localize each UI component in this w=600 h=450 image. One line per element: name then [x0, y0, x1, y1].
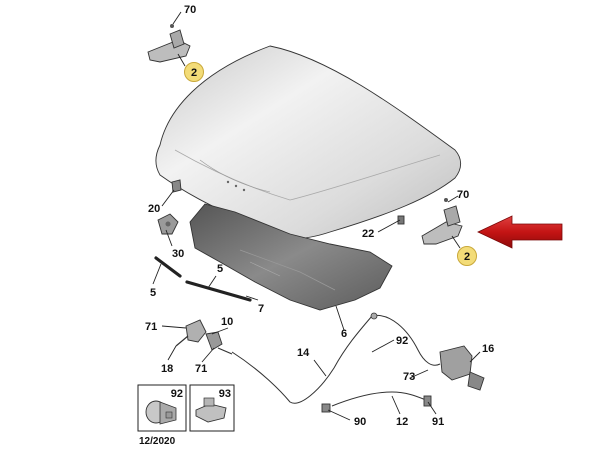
legend-box-92-label: 92	[171, 388, 183, 400]
latch-bracket-30	[157, 213, 179, 235]
part-label-18: 18	[161, 363, 173, 375]
part-label-70-right: 70	[457, 189, 469, 201]
part-label-16: 16	[482, 343, 494, 355]
hood-lock-16	[439, 345, 485, 391]
part-label-30: 30	[172, 248, 184, 260]
highlight-arrow	[477, 215, 563, 249]
part-label-7: 7	[258, 303, 264, 315]
legend-box-92: 92	[137, 384, 187, 432]
part-2-label-right: 2	[464, 251, 470, 263]
part-label-5-right: 5	[217, 263, 223, 275]
part-2-badge-right: 2	[457, 246, 477, 266]
cable-12	[321, 391, 432, 413]
hood-panel	[155, 45, 462, 240]
buffer-22	[397, 215, 405, 225]
part-label-91: 91	[432, 416, 444, 428]
part-label-5-left: 5	[150, 287, 156, 299]
part-label-70-top: 70	[184, 4, 196, 16]
part-label-92: 92	[396, 335, 408, 347]
seal-strips-5	[154, 256, 252, 302]
legend-box-93-label: 93	[219, 388, 231, 400]
part-label-73: 73	[403, 371, 415, 383]
part-label-6: 6	[341, 328, 347, 340]
hinge-right	[421, 198, 463, 245]
part-label-90: 90	[354, 416, 366, 428]
hinge-left	[147, 24, 191, 63]
part-2-label-top: 2	[191, 67, 197, 79]
part-label-71-bottom: 71	[195, 363, 207, 375]
diagram-date: 12/2020	[139, 436, 176, 447]
part-label-12: 12	[396, 416, 408, 428]
part-label-20: 20	[148, 203, 160, 215]
part-label-10: 10	[221, 316, 233, 328]
legend-box-93: 93	[189, 384, 235, 432]
release-lever-assembly	[175, 319, 233, 355]
part-label-22: 22	[362, 228, 374, 240]
part-2-badge-top: 2	[184, 62, 204, 82]
part-label-71-left: 71	[145, 321, 157, 333]
insulation-pad	[189, 203, 393, 311]
part-labels: 70 20 30 22 70 5 5 7 6 71 10 18 71 14 92…	[145, 4, 494, 428]
part-label-14: 14	[297, 347, 310, 359]
hood-stop-20	[171, 179, 182, 193]
release-cable-14	[231, 312, 441, 404]
leader-lines	[152, 11, 481, 421]
